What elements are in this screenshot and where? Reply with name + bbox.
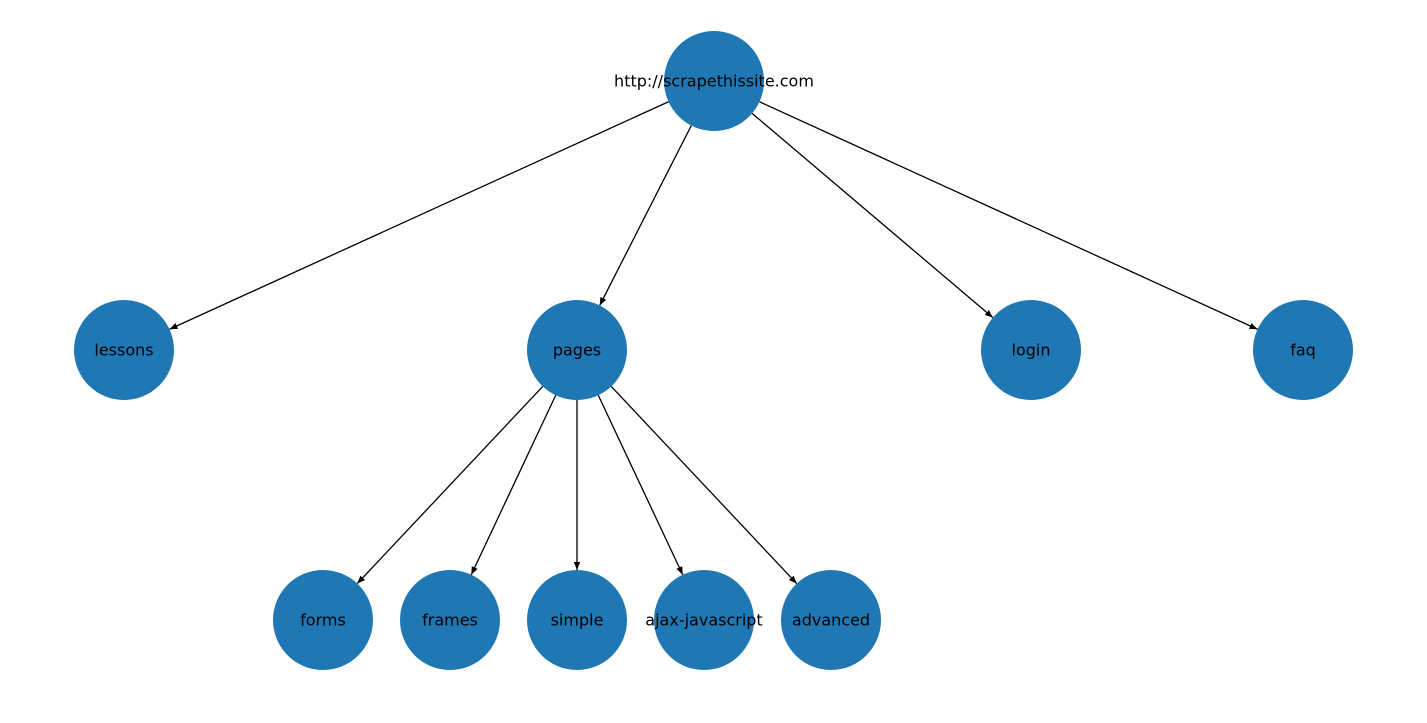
node-label-pages: pages: [553, 341, 601, 360]
node-circle-login: [981, 300, 1081, 400]
node-label-faq: faq: [1290, 341, 1316, 360]
node-label-advanced: advanced: [792, 611, 870, 630]
node-label-root: http://scrapethissite.com: [614, 72, 814, 91]
edge-root-to-pages: [599, 125, 692, 306]
node-forms: forms: [273, 570, 373, 670]
node-label-lessons: lessons: [94, 341, 153, 360]
node-faq: faq: [1253, 300, 1353, 400]
node-ajax-javascript: ajax-javascript: [645, 570, 763, 670]
node-label-forms: forms: [300, 611, 346, 630]
edge-pages-to-forms: [356, 385, 544, 585]
node-lessons: lessons: [74, 300, 174, 400]
edge-pages-to-ajax-javascript: [597, 394, 684, 576]
node-circle-simple: [527, 570, 627, 670]
node-label-frames: frames: [422, 611, 478, 630]
node-circle-root: [664, 31, 764, 131]
edge-root-to-faq: [759, 101, 1258, 330]
node-login: login: [981, 300, 1081, 400]
node-pages: pages: [527, 300, 627, 400]
node-circle-frames: [400, 570, 500, 670]
node-simple: simple: [527, 570, 627, 670]
node-circle-forms: [273, 570, 373, 670]
node-advanced: advanced: [781, 570, 881, 670]
edges-layer: [169, 101, 1258, 585]
edge-pages-to-advanced: [610, 385, 798, 585]
edge-root-to-lessons: [169, 101, 669, 330]
nodes-layer: http://scrapethissite.com lessons pages log…: [74, 31, 1353, 670]
node-circle-lessons: [74, 300, 174, 400]
node-label-simple: simple: [551, 611, 604, 630]
node-label-ajax-javascript: ajax-javascript: [645, 611, 762, 630]
edge-pages-to-frames: [470, 394, 557, 576]
node-circle-pages: [527, 300, 627, 400]
node-label-login: login: [1012, 341, 1051, 360]
node-root: http://scrapethissite.com: [614, 31, 814, 131]
node-frames: frames: [400, 570, 500, 670]
node-circle-advanced: [781, 570, 881, 670]
edge-root-to-login: [751, 112, 994, 319]
node-circle-faq: [1253, 300, 1353, 400]
node-circle-ajax-javascript: [654, 570, 754, 670]
